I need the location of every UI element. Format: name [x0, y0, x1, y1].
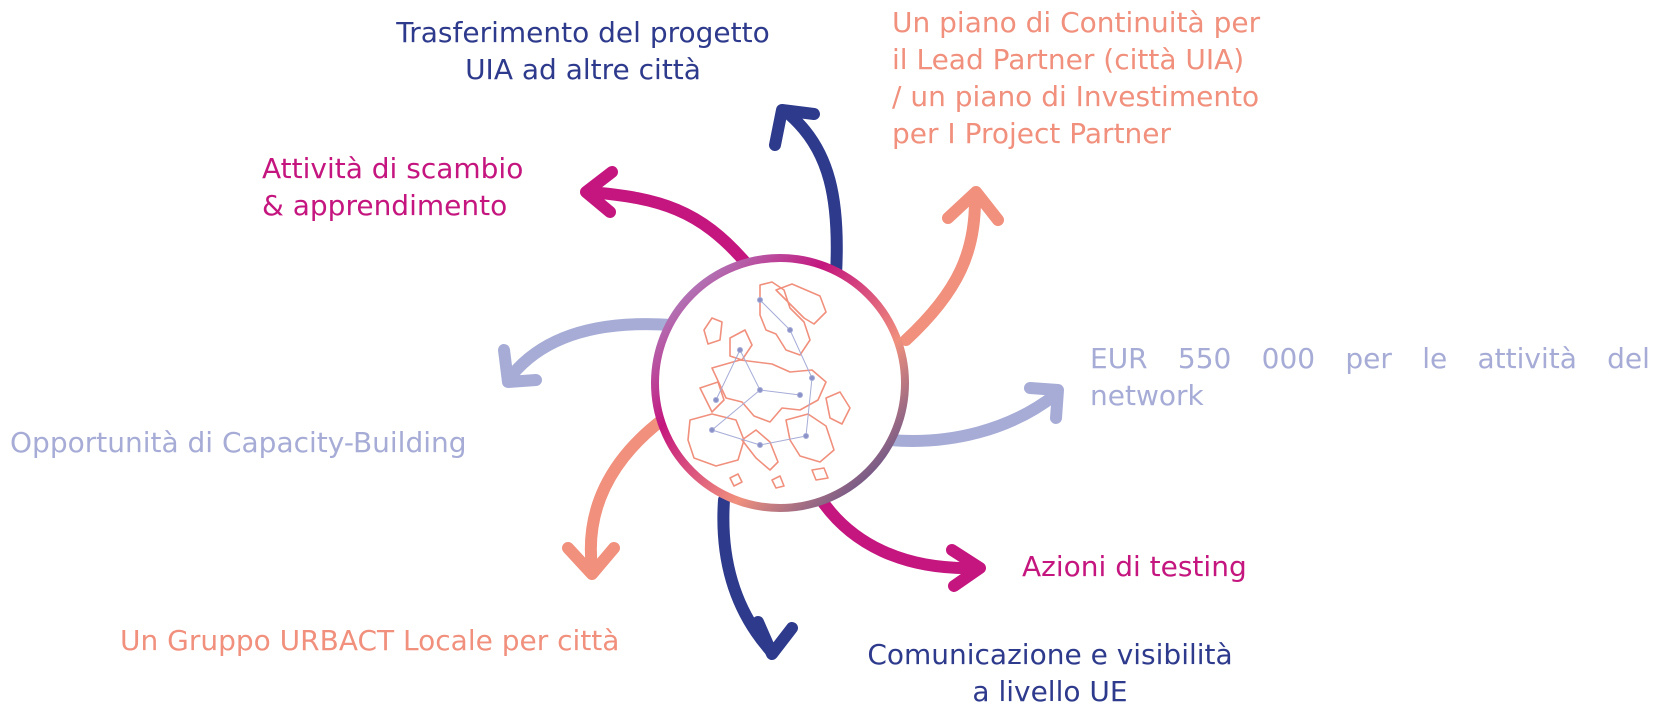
arrow-communication — [717, 494, 798, 660]
label-testing-line1: Azioni di testing — [1022, 550, 1247, 583]
label-testing: Azioni di testing — [1022, 548, 1247, 585]
center-ring — [651, 254, 909, 512]
label-continuity-line3: / un piano di Investimento — [892, 80, 1260, 113]
label-ulg-line1: Un Gruppo URBACT Locale per città — [120, 624, 620, 657]
label-continuity-line1: Un piano di Continuità per — [892, 6, 1261, 39]
label-exchange-line2: & apprendimento — [262, 189, 508, 222]
label-exchange: Attività di scambio & apprendimento — [262, 150, 523, 224]
label-budget-word: le — [1422, 342, 1448, 375]
label-budget-line2: network — [1090, 379, 1204, 412]
label-budget-word: per — [1345, 342, 1392, 375]
label-communication-line1: Comunicazione e visibilità — [867, 638, 1233, 671]
network-lines — [709, 297, 815, 448]
label-continuity-line4: per I Project Partner — [892, 117, 1172, 150]
europe-map-icon — [687, 281, 851, 489]
arrow-testing — [812, 489, 986, 592]
arrow-budget — [884, 382, 1064, 447]
label-continuity-line2: il Lead Partner (città UIA) — [892, 43, 1245, 76]
label-budget-word: EUR — [1090, 342, 1148, 375]
label-budget-word: 550 — [1177, 342, 1232, 375]
arrow-exchange — [580, 166, 751, 268]
label-continuity: Un piano di Continuità per il Lead Partn… — [892, 4, 1260, 152]
label-exchange-line1: Attività di scambio — [262, 152, 524, 185]
label-ulg: Un Gruppo URBACT Locale per città — [120, 622, 619, 659]
label-transfer-line2: UIA ad altre città — [465, 53, 701, 86]
arrow-continuity — [900, 186, 1004, 346]
label-transfer: Trasferimento del progetto UIA ad altre … — [368, 14, 798, 88]
label-budget-line1: EUR 550 000 per le attività del — [1090, 340, 1650, 377]
label-capacity: Opportunità di Capacity-Building — [10, 424, 467, 461]
label-budget: EUR 550 000 per le attività del network — [1090, 340, 1650, 414]
label-communication: Comunicazione e visibilità a livello UE — [840, 636, 1260, 710]
arrow-capacity — [498, 318, 678, 388]
label-communication-line2: a livello UE — [972, 675, 1128, 708]
label-budget-word: attività — [1477, 342, 1577, 375]
label-budget-word: del — [1607, 342, 1650, 375]
label-transfer-line1: Trasferimento del progetto — [396, 16, 770, 49]
label-budget-word: 000 — [1261, 342, 1316, 375]
arrow-transfer — [769, 104, 843, 281]
label-capacity-line1: Opportunità di Capacity-Building — [10, 426, 467, 459]
arrow-ulg — [562, 414, 668, 580]
